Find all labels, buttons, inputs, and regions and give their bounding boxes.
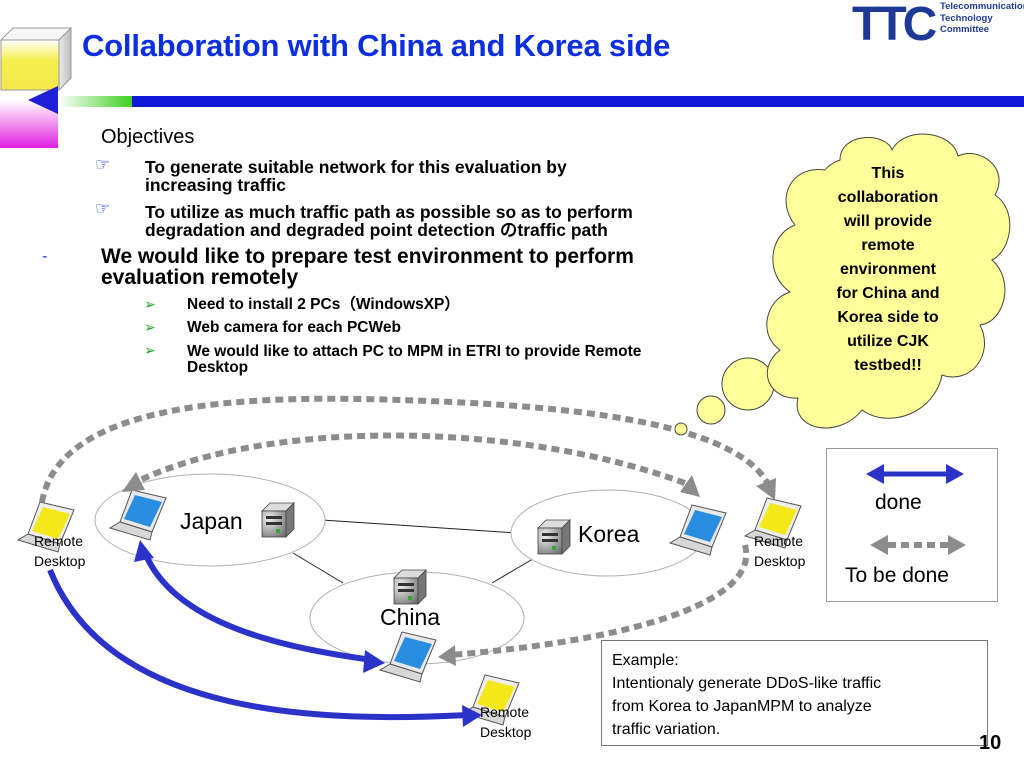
objective-item-1: To generate suitable network for this ev… bbox=[145, 158, 567, 194]
remote-evaluation-heading: We would like to prepare test environmen… bbox=[101, 246, 634, 288]
cloud-line: remote bbox=[861, 237, 915, 254]
slide-title: Collaboration with China and Korea side bbox=[82, 28, 671, 63]
remote-item-1: Need to install 2 PCs（WindowsXP） bbox=[187, 296, 460, 313]
arrow-bullet-icon: ➢ bbox=[144, 319, 156, 335]
thought-cloud bbox=[674, 133, 1011, 436]
example-line: Example: bbox=[612, 652, 679, 669]
example-line: traffic variation. bbox=[612, 721, 721, 738]
legend-done-arrow-icon bbox=[866, 464, 964, 484]
remote-item-3-line-2: Desktop bbox=[187, 359, 249, 376]
objective-item-1-line-2: increasing traffic bbox=[145, 175, 287, 195]
to-be-done-arrowheads bbox=[122, 472, 776, 666]
cloud-line: environment bbox=[839, 261, 936, 278]
remote-item-3: We would like to attach PC to MPM in ETR… bbox=[187, 344, 641, 376]
arrow-bullet-icon: ➢ bbox=[144, 342, 156, 358]
pointing-hand-bullet-icon: ☞ bbox=[95, 155, 111, 174]
remote-item-3-line-1: We would like to attach PC to MPM in ETR… bbox=[187, 343, 642, 360]
done-arrows bbox=[47, 551, 469, 721]
cloud-line: This bbox=[871, 165, 905, 182]
remote-desktop-line-1: Remote bbox=[480, 704, 530, 720]
remote-desktop-line-1: Remote bbox=[34, 533, 84, 549]
remote-evaluation-line-2: evaluation remotely bbox=[101, 266, 299, 289]
china-server-icon bbox=[393, 569, 427, 605]
remote-desktop-right-laptop-icon bbox=[743, 497, 802, 549]
to-be-done-arrows bbox=[39, 395, 773, 658]
objectives-heading: Objectives bbox=[101, 126, 195, 148]
objective-item-2-line-2: degradation and degraded point detection… bbox=[145, 220, 608, 240]
example-text: Example: Intentionaly generate DDoS-like… bbox=[612, 649, 881, 741]
remote-desktop-line-2: Desktop bbox=[754, 553, 806, 569]
cloud-line: utilize CJK bbox=[847, 333, 929, 350]
example-box bbox=[601, 640, 988, 746]
china-laptop-icon bbox=[378, 631, 437, 683]
logo-line-1: Telecommunication bbox=[940, 1, 1024, 12]
cloud-line: will provide bbox=[843, 213, 932, 230]
ttc-logo-caption: Telecommunication Technology Committee bbox=[940, 1, 1024, 36]
korea-node-label: Korea bbox=[578, 521, 640, 547]
done-arrowheads bbox=[134, 540, 482, 727]
page-number: 10 bbox=[979, 732, 1002, 754]
remote-desktop-left-label: Remote Desktop bbox=[34, 531, 85, 571]
logo-line-3: Committee bbox=[940, 24, 990, 35]
example-line: Intentionaly generate DDoS-like traffic bbox=[612, 675, 882, 692]
japan-node-label: Japan bbox=[180, 508, 243, 534]
legend-to-be-done-arrow-icon bbox=[870, 535, 966, 555]
remote-desktop-right-label: Remote Desktop bbox=[754, 531, 805, 571]
japan-laptop-icon bbox=[108, 489, 167, 541]
arrow-bullet-icon: ➢ bbox=[144, 296, 156, 312]
remote-desktop-left-laptop-icon bbox=[16, 501, 75, 553]
cloud-line: testbed!! bbox=[854, 357, 922, 374]
legend-done-label: done bbox=[875, 491, 922, 514]
china-node-label: China bbox=[380, 604, 441, 630]
remote-desktop-bottom-label: Remote Desktop bbox=[480, 702, 531, 742]
pointing-hand-bullet-icon: ☞ bbox=[95, 199, 111, 218]
cloud-line: Korea side to bbox=[837, 309, 939, 326]
legend-box bbox=[826, 448, 998, 602]
remote-item-2: Web camera for each PCWeb bbox=[187, 319, 401, 336]
legend-to-be-done-label: To be done bbox=[845, 564, 949, 587]
cloud-line: for China and bbox=[836, 285, 940, 302]
ttc-logo: TTC bbox=[852, 0, 940, 46]
objective-item-1-line-1: To generate suitable network for this ev… bbox=[145, 157, 567, 177]
remote-evaluation-line-1: We would like to prepare test environmen… bbox=[101, 245, 634, 268]
objective-item-2: To utilize as much traffic path as possi… bbox=[145, 203, 633, 239]
japan-server-icon bbox=[261, 502, 295, 538]
remote-desktop-line-2: Desktop bbox=[480, 724, 532, 740]
remote-desktop-line-1: Remote bbox=[754, 533, 804, 549]
ttc-logo-letters: TTC bbox=[852, 0, 937, 46]
cloud-line: collaboration bbox=[837, 189, 939, 206]
header-arrow-bar bbox=[28, 86, 1024, 114]
objective-item-2-line-1: To utilize as much traffic path as possi… bbox=[145, 202, 633, 222]
korea-server-icon bbox=[537, 519, 571, 555]
header-cube-decoration bbox=[0, 26, 73, 148]
cloud-message: This collaboration will provide remote e… bbox=[808, 162, 968, 378]
example-line: from Korea to JapanMPM to analyze bbox=[612, 698, 872, 715]
korea-laptop-icon bbox=[668, 504, 727, 556]
remote-desktop-line-2: Desktop bbox=[34, 553, 86, 569]
dash-bullet: - bbox=[42, 248, 48, 265]
logo-line-2: Technology bbox=[940, 12, 993, 24]
